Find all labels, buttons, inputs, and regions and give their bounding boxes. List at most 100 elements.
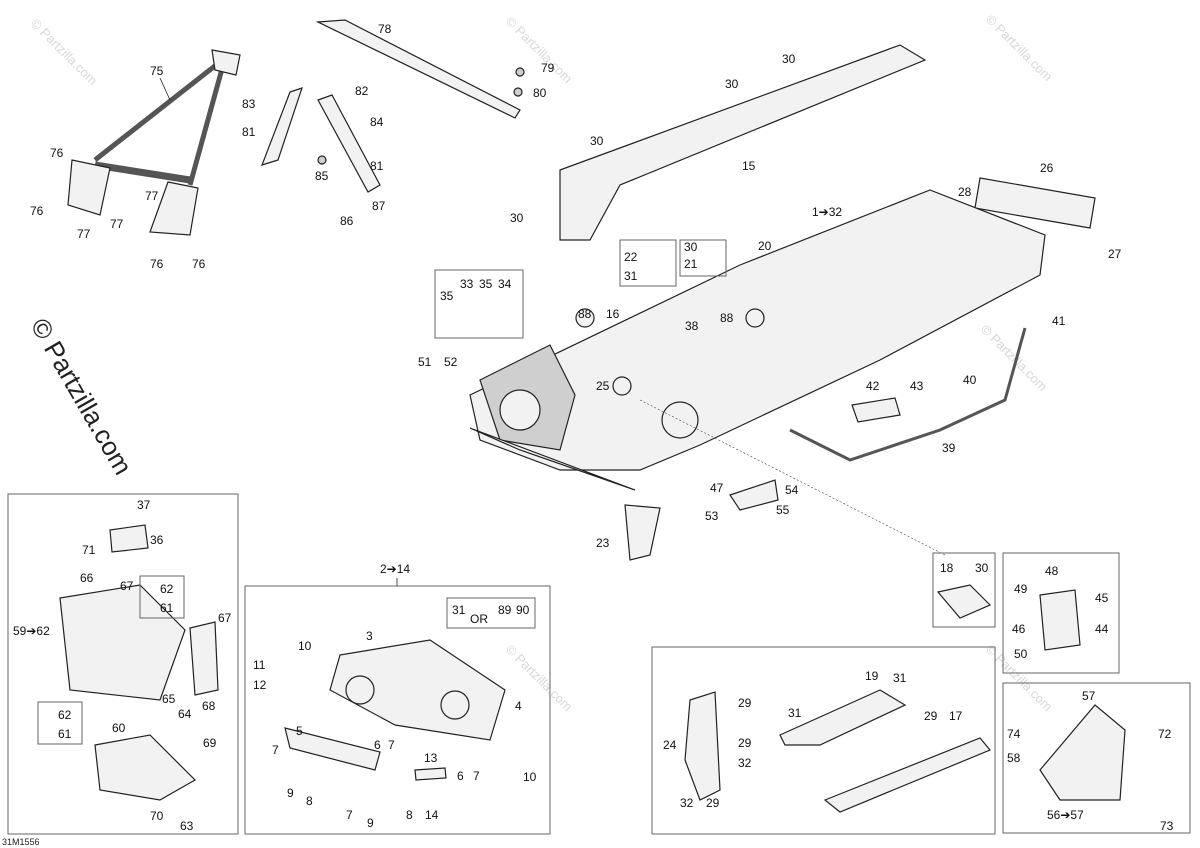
callout-80: 80 xyxy=(533,86,547,100)
callout-49: 49 xyxy=(1014,582,1028,596)
or-label: OR xyxy=(470,612,488,626)
callout-30: 30 xyxy=(975,561,989,575)
callout-58: 58 xyxy=(1007,751,1021,765)
callout-85: 85 xyxy=(315,169,329,183)
callout-81: 81 xyxy=(370,159,384,173)
inset-22-31: 22 31 xyxy=(619,239,677,287)
callout-1: 1➔32 xyxy=(812,205,842,219)
watermark-3: © Partzilla.com xyxy=(983,12,1056,85)
callout-35: 35 xyxy=(440,289,454,303)
callout-70: 70 xyxy=(150,809,164,823)
callout-88: 88 xyxy=(578,307,592,321)
callout-72: 72 xyxy=(1158,727,1172,741)
tripod-assembly xyxy=(67,49,241,236)
callout-83: 83 xyxy=(242,97,256,111)
callout-59: 59➔62 xyxy=(13,624,50,638)
callout-60: 60 xyxy=(112,721,126,735)
callout-66: 66 xyxy=(80,571,94,585)
callout-53: 53 xyxy=(705,509,719,523)
bracket-23 xyxy=(624,504,661,561)
callout-31: 31 xyxy=(452,603,466,617)
callout-8: 8 xyxy=(306,794,313,808)
callout-5: 5 xyxy=(296,724,303,738)
callout-30: 30 xyxy=(684,240,698,254)
callout-50: 50 xyxy=(1014,647,1028,661)
callout-12: 12 xyxy=(253,678,267,692)
callout-73: 73 xyxy=(1160,819,1174,833)
callout-90: 90 xyxy=(516,603,530,617)
callout-81: 81 xyxy=(242,125,256,139)
callout-10: 10 xyxy=(523,770,537,784)
callout-61: 61 xyxy=(160,601,174,615)
callout-69: 69 xyxy=(203,736,217,750)
callout-47: 47 xyxy=(710,481,724,495)
callout-16: 16 xyxy=(606,307,620,321)
callout-8: 8 xyxy=(406,808,413,822)
callout-23: 23 xyxy=(596,536,610,550)
callout-10: 10 xyxy=(298,639,312,653)
callout-43: 43 xyxy=(910,379,924,393)
callout-48: 48 xyxy=(1045,564,1059,578)
watermark-1: © Partzilla.com xyxy=(28,16,101,89)
callout-30: 30 xyxy=(510,211,524,225)
brace-and-brackets xyxy=(260,19,525,193)
callout-26: 26 xyxy=(1040,161,1054,175)
callout-52: 52 xyxy=(444,355,458,369)
callout-56: 56➔57 xyxy=(1047,808,1084,822)
callout-42: 42 xyxy=(866,379,880,393)
callout-3: 3 xyxy=(366,629,373,643)
callout-77: 77 xyxy=(110,217,124,231)
callout-6: 6 xyxy=(457,769,464,783)
callout-9: 9 xyxy=(287,786,294,800)
callout-76: 76 xyxy=(192,257,206,271)
watermark-2: © Partzilla.com xyxy=(503,14,576,87)
main-chassis xyxy=(469,189,1046,491)
callout-79: 79 xyxy=(541,61,555,75)
callout-15: 15 xyxy=(742,159,756,173)
heat-exchanger xyxy=(559,44,927,241)
callout-20: 20 xyxy=(758,239,772,253)
callout-63: 63 xyxy=(180,819,194,833)
callout-76: 76 xyxy=(30,204,44,218)
callout-36: 36 xyxy=(150,533,164,547)
callout-35: 35 xyxy=(479,277,493,291)
callout-40: 40 xyxy=(963,373,977,387)
callout-22: 22 xyxy=(624,250,638,264)
callout-25: 25 xyxy=(596,379,610,393)
callout-31: 31 xyxy=(893,671,907,685)
callout-7: 7 xyxy=(473,769,480,783)
callout-4: 4 xyxy=(515,699,522,713)
callout-13: 13 xyxy=(424,751,438,765)
callout-27: 27 xyxy=(1108,247,1122,261)
callout-6: 6 xyxy=(374,738,381,752)
callout-46: 46 xyxy=(1012,622,1026,636)
watermark-4: © Partzilla.com xyxy=(978,322,1051,395)
callout-71: 71 xyxy=(82,543,96,557)
callout-30: 30 xyxy=(782,52,796,66)
callout-67: 67 xyxy=(218,611,232,625)
callout-62: 62 xyxy=(58,708,72,722)
callout-14: 14 xyxy=(425,808,439,822)
bracket-42 xyxy=(851,397,901,423)
panel-front-frame: 2➔14 31 OR 89 90 3 10 11 12 4 6 7 5 7 13… xyxy=(244,562,551,835)
callout-77: 77 xyxy=(145,189,159,203)
inset-18-30: 18 30 xyxy=(932,552,996,628)
callout-54: 54 xyxy=(785,483,799,497)
callout-75: 75 xyxy=(150,64,164,78)
callout-74: 74 xyxy=(1007,727,1021,741)
callout-89: 89 xyxy=(498,603,512,617)
callout-34: 34 xyxy=(498,277,512,291)
diagram-code: 31M1556 xyxy=(2,837,40,847)
bracket-54 xyxy=(729,479,779,511)
callout-76: 76 xyxy=(150,257,164,271)
callouts-chassis: 1➔32 20 88 88 16 38 51 52 25 41 40 42 43… xyxy=(418,205,1066,550)
callout-11: 11 xyxy=(253,658,266,672)
callout-61: 61 xyxy=(58,727,72,741)
partzilla-watermark: © Partzilla.com xyxy=(25,313,139,480)
callout-28: 28 xyxy=(958,185,972,199)
callout-51: 51 xyxy=(418,355,432,369)
callouts-top-right: 30 30 30 30 15 26 28 27 xyxy=(510,52,1122,261)
callout-37: 37 xyxy=(137,498,151,512)
callout-17: 17 xyxy=(949,709,963,723)
